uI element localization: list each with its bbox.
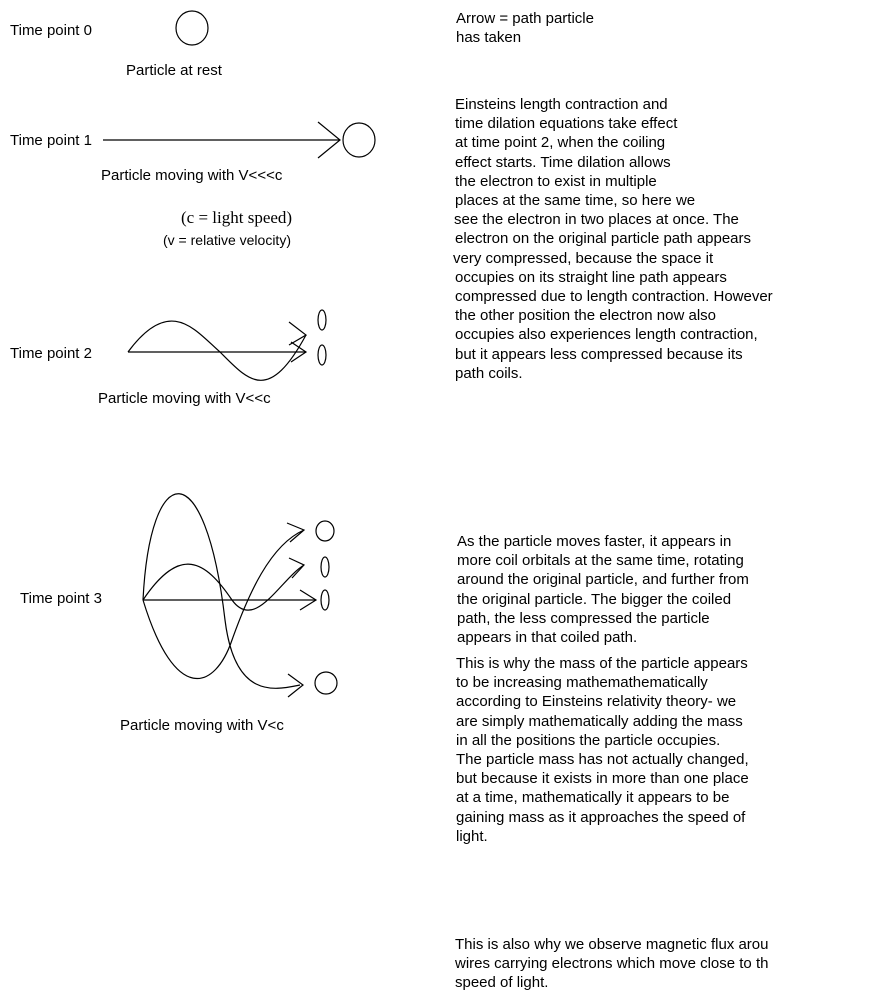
arrowhead-tp1	[317, 121, 341, 159]
paragraph-line: time dilation equations take effect	[455, 115, 678, 133]
paragraph-line: but because it exists in more than one p…	[456, 770, 749, 788]
timepoint-1-caption: Particle moving with V<<<c	[101, 167, 283, 184]
paragraph-mass-increase: This is why the mass of the particle app…	[456, 654, 749, 846]
arrowhead-tp3-straight	[299, 589, 318, 611]
timepoint-0-caption: Particle at rest	[126, 62, 222, 79]
paragraph-line: in all the positions the particle occupi…	[456, 731, 721, 749]
paragraph-line: according to Einsteins relativity theory…	[456, 693, 737, 711]
v-definition: (v = relative velocity)	[163, 232, 291, 248]
paragraph-line: but it appears less compressed because i…	[455, 345, 743, 363]
timepoint-2-label: Time point 2	[10, 345, 92, 362]
paragraph-line: the electron to exist in multiple	[455, 172, 657, 190]
small-coil-tp3	[142, 563, 305, 611]
arrowhead-tp3-down	[287, 673, 304, 698]
paragraph-line: wires carrying electrons which move clos…	[455, 955, 769, 973]
arrow-legend: Arrow = path particle has taken	[456, 9, 594, 47]
paragraph-line: path coils.	[455, 364, 523, 382]
timepoint-1-label: Time point 1	[10, 132, 92, 149]
paragraph-line: the original particle. The bigger the co…	[457, 590, 732, 608]
timepoint-3-label: Time point 3	[20, 590, 102, 607]
paragraph-line: see the electron in two places at once. …	[454, 211, 739, 229]
paragraph-line: the other position the electron now also	[455, 307, 716, 325]
arrowhead-tp2-coil	[288, 321, 308, 346]
timepoint-3-caption: Particle moving with V<c	[120, 717, 284, 734]
paragraph-line: effect starts. Time dilation allows	[455, 153, 671, 171]
coil-path-tp2	[127, 320, 307, 381]
paragraph-line: places at the same time, so here we	[455, 192, 696, 210]
paragraph-magnetic-flux: This is also why we observe magnetic flu…	[455, 935, 869, 993]
paragraph-line: to be increasing mathemathematically	[456, 674, 708, 692]
timepoint-2-caption: Particle moving with V<<c	[98, 390, 271, 407]
particle-tp1	[342, 122, 376, 158]
particle-tp3-outer-top	[315, 520, 335, 542]
paragraph-line: As the particle moves faster, it appears…	[457, 533, 732, 550]
paragraph-line: gaining mass as it approaches the speed …	[456, 808, 746, 826]
c-definition: (c = light speed)	[181, 208, 293, 227]
big-coil-up-tp3	[142, 529, 305, 680]
legend-line: Arrow = path particle	[456, 10, 594, 27]
particle-tp2-coil	[317, 309, 327, 331]
particle-tp3-outer-bottom	[314, 671, 338, 695]
paragraph-line: This is why the mass of the particle app…	[456, 655, 748, 672]
particle-tp3-straight	[320, 589, 330, 611]
arrowhead-tp3-up	[286, 522, 306, 543]
paragraph-line: Einsteins length contraction and	[455, 96, 668, 113]
arrowhead-tp2-straight	[290, 341, 308, 363]
paragraph-line: are simply mathematically adding the mas…	[456, 712, 743, 730]
particle-tp2-straight	[317, 344, 327, 366]
big-coil-down-tp3	[142, 493, 301, 689]
paragraph-time-dilation: Einsteins length contraction and time di…	[453, 95, 773, 383]
paragraph-line: occupies also experiences length contrac…	[455, 326, 758, 344]
paragraph-line: at time point 2, when the coiling	[455, 134, 666, 152]
legend-line: has taken	[456, 29, 522, 47]
paragraph-line: at a time, mathematically it appears to …	[456, 789, 730, 807]
paragraph-line: very compressed, because the space it	[453, 249, 714, 267]
paragraph-line: compressed due to length contraction. Ho…	[455, 288, 773, 306]
paragraph-line: This is also why we observe magnetic flu…	[455, 936, 769, 953]
paragraph-line: path, the less compressed the particle	[457, 609, 710, 627]
paragraph-line: light.	[456, 827, 488, 845]
paragraph-line: occupies on its straight line path appea…	[455, 268, 727, 286]
paragraph-line: appears in that coiled path.	[457, 629, 638, 647]
particle-tp3-mid-top	[320, 556, 330, 578]
particle-at-rest	[175, 10, 209, 46]
paragraph-line: electron on the original particle path a…	[455, 230, 752, 248]
paragraph-line: more coil orbitals at the same time, rot…	[457, 552, 744, 570]
paragraph-line: around the original particle, and furthe…	[457, 571, 749, 589]
timepoint-0-label: Time point 0	[10, 22, 92, 39]
paragraph-line: The particle mass has not actually chang…	[456, 751, 749, 769]
paragraph-coil-orbitals: As the particle moves faster, it appears…	[457, 532, 749, 647]
paragraph-line: speed of light.	[455, 974, 549, 992]
arrowhead-tp3-small	[288, 557, 305, 579]
